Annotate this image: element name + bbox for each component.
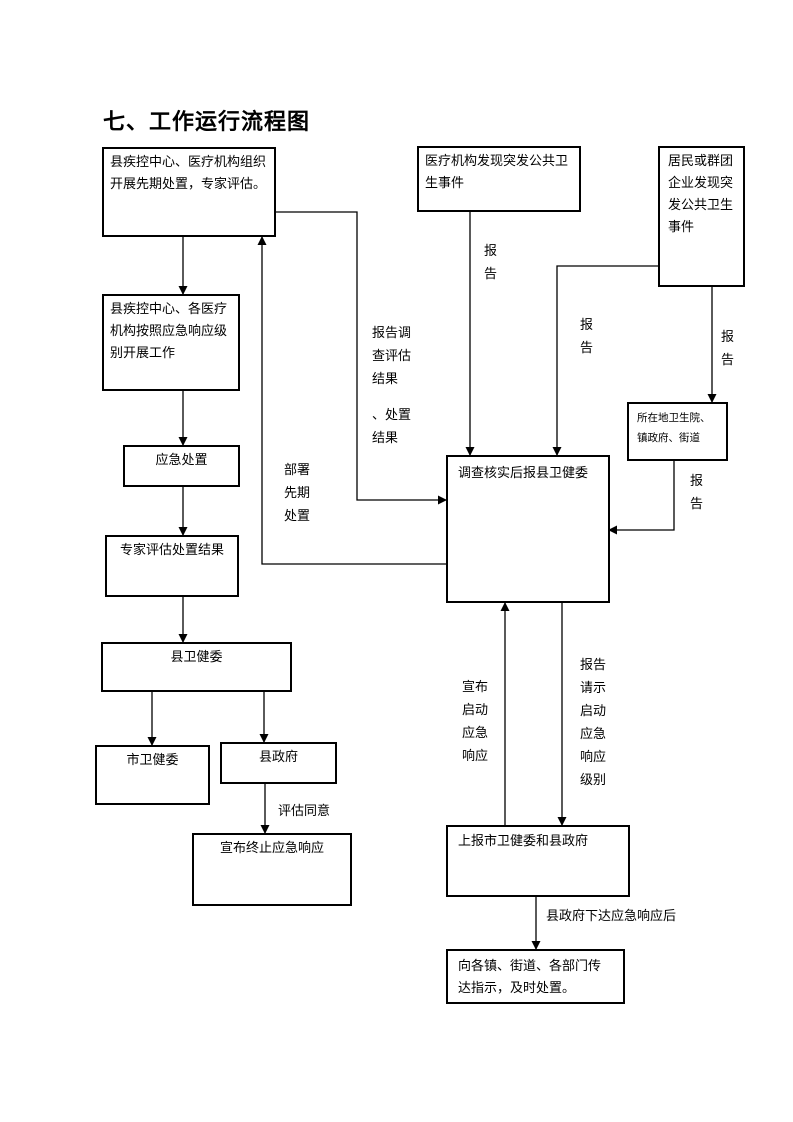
box-emergency-handling-text: 应急处置 xyxy=(155,453,208,468)
label-report-township: 报告 xyxy=(721,330,735,368)
box-city-health-commission: 市卫健委 xyxy=(95,745,210,805)
box-cdc-response-work-text: 县疾控中心、各医疗机构按照应急响应级别开展工作 xyxy=(110,302,228,361)
box-announce-end-response: 宣布终止应急响应 xyxy=(192,833,352,906)
arrow-verify-to-cdc-initial xyxy=(257,236,446,565)
box-residents-discover-text: 居民或群团企业发现突发公共卫生事件 xyxy=(668,154,734,235)
box-expert-results: 专家评估处置结果 xyxy=(105,535,239,597)
box-verify-report-text: 调查核实后报县卫健委 xyxy=(458,466,589,481)
box-notify-departments: 向各镇、街道、各部门传达指示，及时处置。 xyxy=(446,949,625,1004)
box-township-clinic-text: 所在地卫生院、镇政府、街道 xyxy=(637,412,711,444)
box-medical-discover: 医疗机构发现突发公共卫生事件 xyxy=(417,146,581,212)
box-township-clinic: 所在地卫生院、镇政府、街道 xyxy=(627,402,728,461)
arrow-township-to-verify xyxy=(608,461,675,535)
label-deploy-initial: 部署先期处置 xyxy=(284,463,311,524)
box-report-city-gov: 上报市卫健委和县政府 xyxy=(446,825,630,897)
box-cdc-initial-handling: 县疾控中心、医疗机构组织开展先期处置，专家评估。 xyxy=(102,147,276,237)
box-verify-report: 调查核实后报县卫健委 xyxy=(446,455,610,603)
box-cdc-response-work: 县疾控中心、各医疗机构按照应急响应级别开展工作 xyxy=(102,294,240,391)
box-announce-end-response-text: 宣布终止应急响应 xyxy=(219,841,324,856)
box-county-government-text: 县政府 xyxy=(258,750,298,765)
box-report-city-gov-text: 上报市卫健委和县政府 xyxy=(458,834,589,849)
box-county-health-commission: 县卫健委 xyxy=(101,642,292,692)
label-report-residents: 报告 xyxy=(580,318,594,356)
box-residents-discover: 居民或群团企业发现突发公共卫生事件 xyxy=(658,146,745,287)
label-gov-issue: 县政府下达应急响应后 xyxy=(546,909,677,924)
box-medical-discover-text: 医疗机构发现突发公共卫生事件 xyxy=(425,154,569,191)
box-emergency-handling: 应急处置 xyxy=(123,445,240,487)
arrow-cdc-initial-to-verify xyxy=(275,211,447,505)
box-county-government: 县政府 xyxy=(220,742,337,784)
label-request-level: 报告请示启动应急响应级别 xyxy=(580,658,607,788)
arrow-residents-to-verify xyxy=(552,265,658,456)
label-report-investigation: 报告调查评估结果 xyxy=(372,326,412,387)
label-handling-results: 、处置结果 xyxy=(372,408,412,446)
label-evaluate-agree: 评估同意 xyxy=(278,804,331,819)
box-city-health-commission-text: 市卫健委 xyxy=(126,753,179,768)
label-announce-start: 宣布启动应急响应 xyxy=(462,680,489,764)
label-report-to-verify: 报告 xyxy=(690,474,704,512)
box-expert-results-text: 专家评估处置结果 xyxy=(119,543,224,558)
page-title: 七、工作运行流程图 xyxy=(103,110,311,135)
label-report-medical: 报告 xyxy=(484,244,498,282)
box-county-health-commission-text: 县卫健委 xyxy=(170,650,223,665)
box-notify-departments-text: 向各镇、街道、各部门传达指示，及时处置。 xyxy=(458,959,602,996)
box-cdc-initial-handling-text: 县疾控中心、医疗机构组织开展先期处置，专家评估。 xyxy=(110,155,267,192)
